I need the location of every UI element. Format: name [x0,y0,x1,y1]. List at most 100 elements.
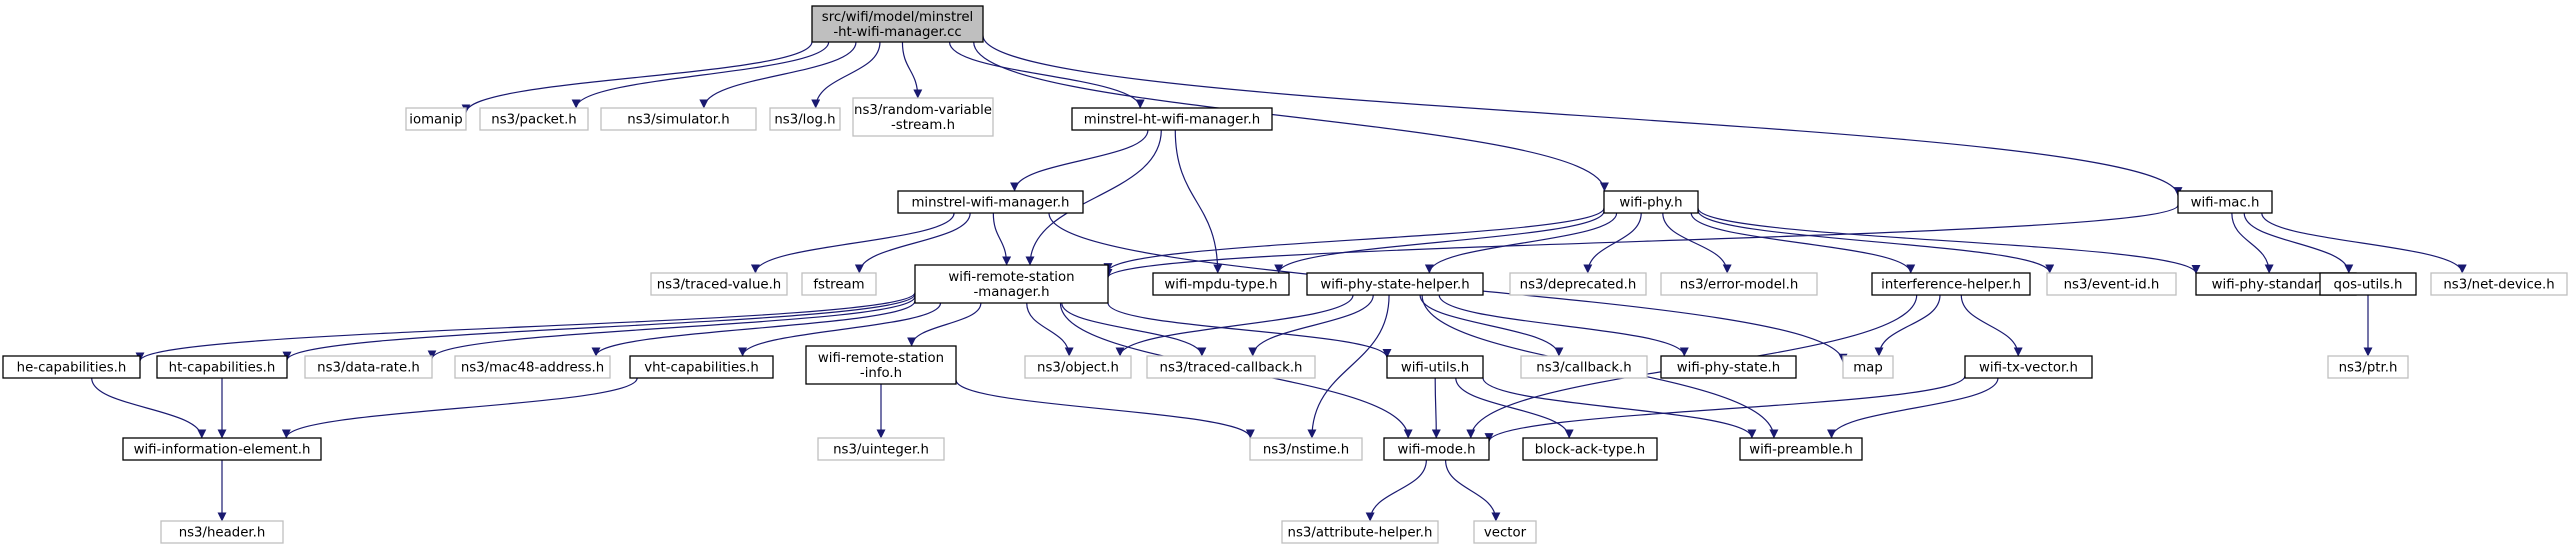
edge-root-to-log [811,41,881,109]
node-box-station-info [805,345,957,385]
edge-minstrel-ht-h-to-minstrel-h [1010,129,1149,192]
node-label-wifi-mode-0: wifi-mode.h [1397,443,1475,458]
node-label-event-id-0: ns3/event-id.h [2064,278,2160,293]
node-box-minstrel-ht-h [1071,107,1273,131]
edge-root-to-simulator [699,41,857,109]
edge-wifi-mac-to-wrsm [1103,204,2179,278]
node-deprecated: ns3/deprecated.h [1509,272,1647,296]
node-traced-cb: ns3/traced-callback.h [1146,355,1316,379]
node-wifi-mode[interactable]: wifi-mode.h [1383,437,1490,461]
node-box-randvar [852,97,994,137]
node-box-traced-value [650,272,788,296]
node-label-mac48-0: ns3/mac48-address.h [461,361,604,376]
edge-phy-state-helper-to-object [1115,294,1354,357]
edge-root-to-wifi-phy [973,41,1609,192]
node-station-info[interactable]: wifi-remote-station-info.h [805,345,957,385]
node-simulator: ns3/simulator.h [600,107,757,131]
node-label-phy-standard-0: wifi-phy-standard.h [2212,278,2341,293]
node-wifi-mac[interactable]: wifi-mac.h [2177,190,2273,214]
node-box-phy-state-helper [1306,272,1484,296]
node-label-wifi-mac-0: wifi-mac.h [2191,196,2260,211]
node-vht-cap[interactable]: vht-capabilities.h [629,355,774,379]
edge-station-info-to-nstime [955,379,1255,439]
node-box-ptr [2327,355,2409,379]
node-box-interference [1871,272,2031,296]
node-label-randvar-0: ns3/random-variable [854,103,992,118]
node-minstrel-h[interactable]: minstrel-wifi-manager.h [897,190,1084,214]
node-wrsm[interactable]: wifi-remote-station-manager.h [914,264,1109,304]
node-label-net-device-0: ns3/net-device.h [2443,278,2554,293]
edge-wifi-mac-to-qos-utils [2243,212,2354,274]
edge-root-to-iomanip [461,41,813,114]
node-box-packet [479,107,589,131]
node-header: ns3/header.h [160,520,284,544]
node-box-nstime [1249,437,1363,461]
node-phy-state[interactable]: wifi-phy-state.h [1660,355,1797,379]
edge-wifi-mac-to-net-device [2261,212,2467,274]
node-label-wifi-utils-0: wifi-utils.h [1401,361,1469,376]
node-minstrel-ht-h[interactable]: minstrel-ht-wifi-manager.h [1071,107,1273,131]
node-label-root-1: -ht-wifi-manager.cc [833,25,961,40]
node-box-preamble [1739,437,1863,461]
node-label-wifi-phy-0: wifi-phy.h [1619,196,1682,211]
node-box-simulator [600,107,757,131]
node-label-he-cap-0: he-capabilities.h [17,361,127,376]
edge-wrsm-to-vht-cap [738,302,942,357]
edges-layer [91,35,2467,522]
node-phy-state-helper[interactable]: wifi-phy-state-helper.h [1306,272,1484,296]
node-label-packet-0: ns3/packet.h [491,113,576,128]
edge-wrsm-to-mac48 [591,300,916,357]
node-label-vht-cap-0: vht-capabilities.h [644,361,759,376]
node-root[interactable]: src/wifi/model/minstrel-ht-wifi-manager.… [811,5,984,43]
node-wifi-utils[interactable]: wifi-utils.h [1386,355,1484,379]
edge-tx-vector-to-preamble [1827,377,1999,439]
node-label-callback-0: ns3/callback.h [1536,361,1631,376]
node-attr-helper: ns3/attribute-helper.h [1281,520,1439,544]
edge-wifi-phy-to-mpdu-type [1274,210,1605,274]
node-label-header-0: ns3/header.h [179,526,266,541]
node-label-traced-value-0: ns3/traced-value.h [657,278,781,293]
edge-wifi-phy-to-deprecated [1583,212,1642,274]
edge-minstrel-h-to-wrsm [992,212,1012,266]
node-map: map [1842,355,1894,379]
node-label-interference-0: interference-helper.h [1881,278,2021,293]
node-event-id: ns3/event-id.h [2046,272,2177,296]
node-info-elem[interactable]: wifi-information-element.h [122,437,322,461]
node-label-wrsm-1: -manager.h [974,285,1050,300]
node-box-map [1842,355,1894,379]
node-label-root-0: src/wifi/model/minstrel [822,10,973,25]
node-mpdu-type[interactable]: wifi-mpdu-type.h [1152,272,1290,296]
edge-wrsm-to-object [1026,302,1074,357]
node-error-model: ns3/error-model.h [1660,272,1818,296]
node-label-station-info-1: -info.h [860,366,902,381]
node-ht-cap[interactable]: ht-capabilities.h [156,355,288,379]
edge-wifi-utils-to-block-ack [1455,377,1574,439]
node-packet: ns3/packet.h [479,107,589,131]
node-label-phy-state-helper-0: wifi-phy-state-helper.h [1320,278,1469,293]
edge-vht-cap-to-info-elem [281,377,638,439]
node-box-traced-cb [1146,355,1316,379]
node-uinteger: ns3/uinteger.h [817,437,945,461]
edge-minstrel-h-to-traced-value [750,212,955,274]
edge-wifi-mode-to-attr-helper [1365,459,1427,522]
node-label-phy-state-0: wifi-phy-state.h [1677,361,1780,376]
node-tx-vector[interactable]: wifi-tx-vector.h [1964,355,2093,379]
node-label-ht-cap-0: ht-capabilities.h [169,361,276,376]
node-preamble[interactable]: wifi-preamble.h [1739,437,1863,461]
node-box-object [1024,355,1132,379]
node-wifi-phy[interactable]: wifi-phy.h [1603,190,1699,214]
edge-interference-to-map [1874,294,1941,357]
node-qos-utils[interactable]: qos-utils.h [2319,272,2417,296]
node-he-cap[interactable]: he-capabilities.h [2,355,141,379]
node-block-ack[interactable]: block-ack-type.h [1522,437,1658,461]
edge-wifi-phy-to-phy-standard [1697,207,2201,274]
node-label-minstrel-h-0: minstrel-wifi-manager.h [911,196,1069,211]
edge-phy-state-helper-to-traced-cb [1248,294,1374,357]
node-box-phy-state [1660,355,1797,379]
node-interference[interactable]: interference-helper.h [1871,272,2031,296]
node-label-attr-helper-0: ns3/attribute-helper.h [1288,526,1433,541]
node-label-iomanip-0: iomanip [409,113,463,128]
edge-wrsm-to-ht-cap [282,293,916,361]
node-box-event-id [2046,272,2177,296]
